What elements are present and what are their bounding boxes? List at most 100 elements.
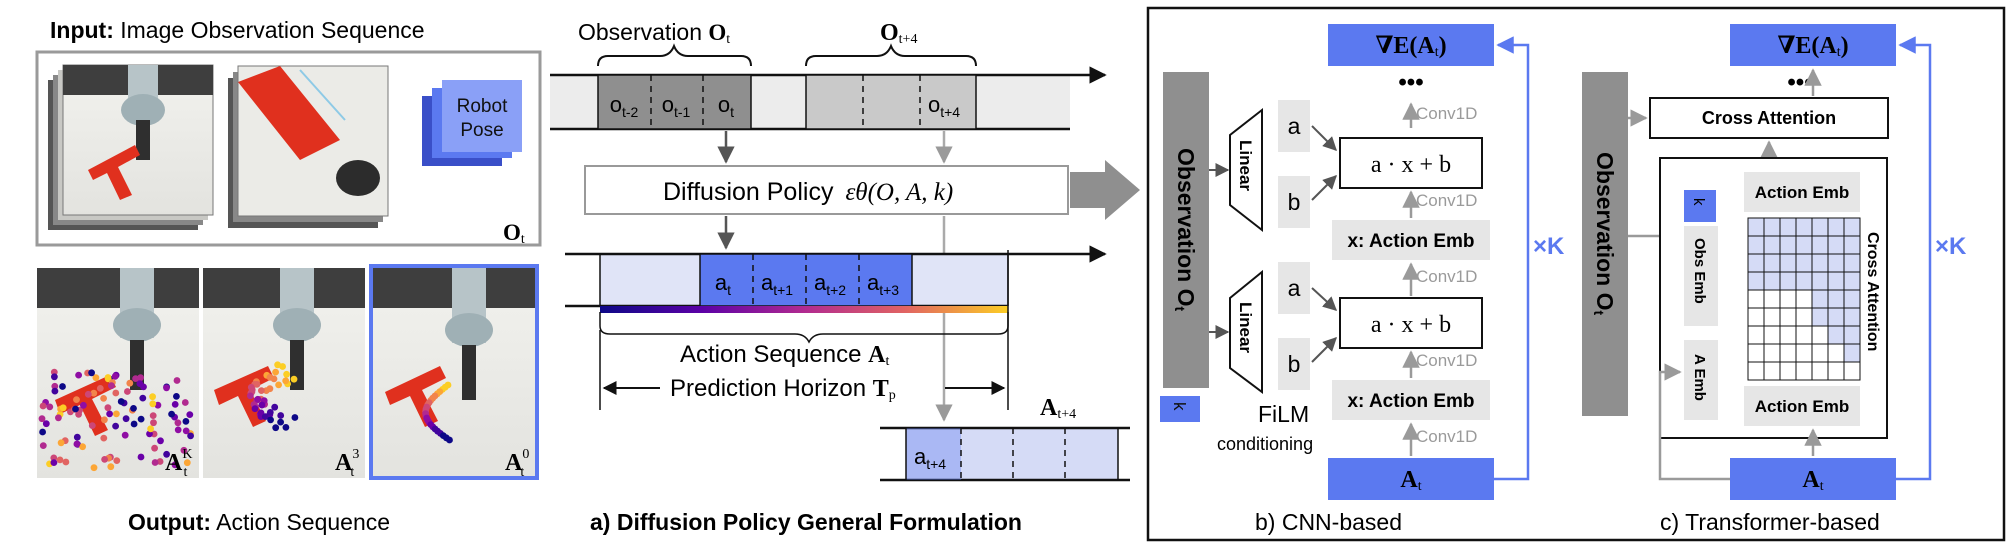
b-k-box <box>1160 396 1200 422</box>
trajectory-dot <box>275 381 282 389</box>
future-observation-block <box>805 74 977 130</box>
c-dots: ••• <box>1787 69 1812 96</box>
c-observation-bar <box>1582 72 1628 416</box>
b-at-label: At <box>1400 467 1421 494</box>
attention-cell <box>1763 343 1781 363</box>
attention-cell <box>1811 289 1829 309</box>
attention-cell <box>1779 217 1797 237</box>
trajectory-dot <box>149 412 157 419</box>
action-sequence-brace <box>599 312 1009 344</box>
next-action-label: At+4 <box>1040 395 1076 422</box>
trajectory-dot <box>112 422 119 430</box>
c-cross-attention-box <box>1649 97 1889 139</box>
trajectory-dot <box>146 430 153 438</box>
attention-cell <box>1843 361 1861 381</box>
c-observation-label: Observation Ot <box>1591 152 1618 315</box>
attention-cell <box>1843 253 1861 273</box>
trajectory-dot <box>254 395 262 403</box>
trajectory-dot <box>163 384 170 392</box>
b-observation-label: Observation Ot <box>1172 148 1199 311</box>
trajectory-dot <box>51 373 58 381</box>
b-film-box-bottom <box>1339 297 1483 349</box>
attention-cell <box>1811 361 1829 381</box>
b-observation-bar <box>1163 72 1209 388</box>
diffusion-policy-box <box>584 165 1069 215</box>
robot-pose-label-1: Robot <box>457 96 508 117</box>
trajectory-dot <box>247 392 254 400</box>
b-grad-label: ∇E(At) <box>1375 33 1446 60</box>
trajectory-dot <box>258 387 265 394</box>
attention-cell <box>1779 343 1797 363</box>
trajectory-dot <box>88 369 95 377</box>
obs-cell-1: ot-1 <box>662 92 691 120</box>
trajectory-dot <box>157 437 164 445</box>
c-grad-label: ∇E(At) <box>1777 33 1848 60</box>
attention-cell <box>1811 271 1829 291</box>
trajectory-dot <box>137 415 145 423</box>
trajectory-dot <box>139 394 147 402</box>
trajectory-dot <box>79 443 86 451</box>
trajectory-dot <box>151 459 159 466</box>
attention-cell <box>1779 307 1797 327</box>
c-a-emb-box <box>1684 340 1718 420</box>
robot-pose-label-2: Pose <box>460 120 503 141</box>
trajectory-dot <box>181 399 189 406</box>
trajectory-dot <box>251 405 259 413</box>
robot-pose-stack: Robot Pose <box>422 80 522 166</box>
attention-cell <box>1763 217 1781 237</box>
attention-cell <box>1747 307 1765 327</box>
trajectory-dot <box>50 459 58 466</box>
b-dots: ••• <box>1398 69 1423 96</box>
attention-cell <box>1795 271 1813 291</box>
trajectory-dot <box>266 385 274 393</box>
b-k-label: k <box>1170 402 1189 411</box>
attention-cell <box>1747 361 1765 381</box>
b-film-formula-bottom: a · x + b <box>1371 312 1451 338</box>
b-film-box-top <box>1339 137 1483 189</box>
c-loop-arrow <box>1896 36 1932 481</box>
trajectory-dot <box>50 454 58 462</box>
b-linear-top <box>1229 107 1263 233</box>
attention-cell <box>1811 325 1829 345</box>
trajectory-dot <box>107 463 115 471</box>
action-trajectory-dots-0 <box>422 381 453 444</box>
trajectory-dot <box>73 440 81 448</box>
trajectory-dot <box>271 403 279 411</box>
observation-block <box>597 74 752 130</box>
b-a-label-top: a <box>1288 113 1301 139</box>
b-linear-top-label: Linear <box>1236 140 1255 191</box>
c-action-emb-top-label: Action Emb <box>1755 183 1849 202</box>
trajectory-dot <box>39 428 46 436</box>
c-attention-grid <box>1747 217 1861 381</box>
trajectory-dot <box>104 404 112 412</box>
attention-cell <box>1763 307 1781 327</box>
output-title: Output: Action Sequence <box>128 509 390 535</box>
attention-cell <box>1779 271 1797 291</box>
attention-cell <box>1779 253 1797 273</box>
trajectory-dot <box>104 374 112 381</box>
action-gradient-bar <box>600 306 1008 313</box>
trajectory-dot <box>130 405 137 412</box>
next-action-bg <box>906 428 1118 480</box>
trajectory-dot <box>96 385 104 392</box>
trajectory-dot <box>112 389 120 397</box>
input-title: Input: Image Observation Sequence <box>50 17 425 43</box>
trajectory-dot <box>171 401 179 408</box>
obs-cell-0: ot-2 <box>610 92 639 120</box>
b-film-formula-top: a · x + b <box>1371 152 1451 178</box>
trajectory-dot <box>73 396 80 403</box>
trajectory-dot <box>258 401 266 409</box>
trajectory-dot <box>111 373 119 380</box>
action-trajectory-dots-3 <box>247 361 299 432</box>
trajectory-dot <box>122 415 130 423</box>
trajectory-dot <box>147 425 155 433</box>
c-a-emb-arrow <box>1658 363 1730 481</box>
trajectory-dot <box>277 412 285 419</box>
trajectory-dot <box>163 450 171 458</box>
c-a-emb-label: A Emb <box>1691 354 1708 401</box>
caption-b: b) CNN-based <box>1255 509 1402 535</box>
trajectory-dot <box>266 409 274 416</box>
